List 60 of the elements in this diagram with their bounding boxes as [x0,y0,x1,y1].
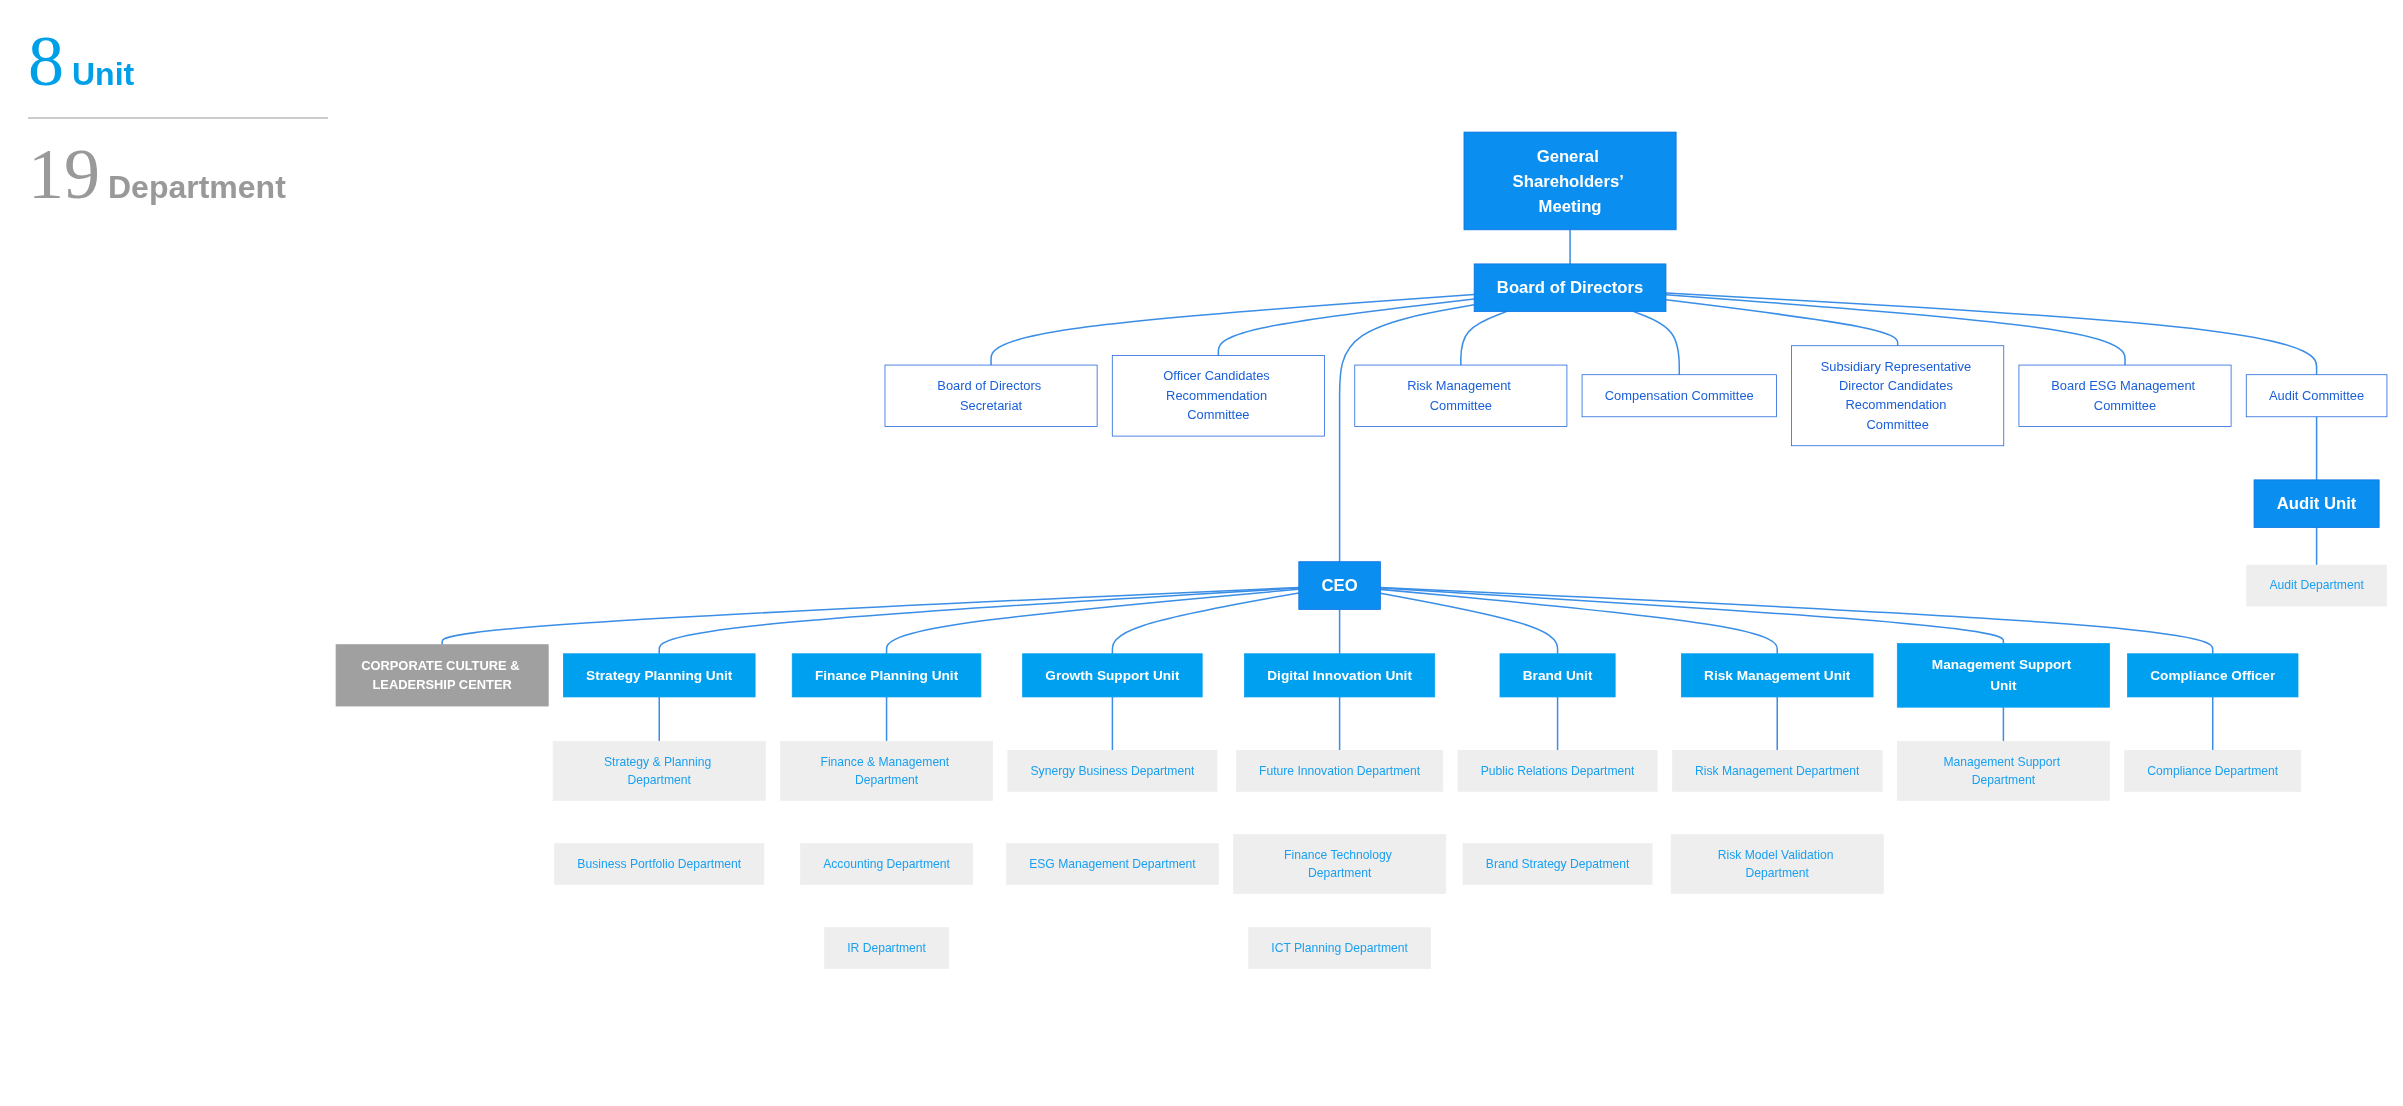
node-box: Growth Support Unit [1022,653,1203,697]
node-box: Strategy Planning Unit [563,653,756,697]
connector [2315,415,2318,481]
node-box: Officer Candidates Recommendation Committee [1111,354,1325,437]
node-box: Public Relations Department [1457,749,1658,792]
connector [885,695,888,742]
node-box: Management Support Department [1896,740,2110,801]
node-box: Audit Committee [2245,374,2388,417]
node-box: CORPORATE CULTURE & LEADERSHIP CENTER [335,643,549,707]
connector [1338,608,1341,655]
connector [1776,695,1778,751]
connector [1338,303,1475,563]
connector [658,695,660,742]
node-box: Risk Management Department [1671,749,1883,792]
node-box: Management Support Unit [1896,642,2110,708]
node-box: Brand Unit [1499,653,1616,697]
connector [2211,695,2214,751]
connector [658,586,1300,655]
node-box: Strategy & Planning Department [552,740,766,801]
connector [1379,586,2214,655]
connector [1569,228,1571,265]
node-box: Subsidiary Representative Director Candidates Recommendation Committee [1791,345,2005,446]
node-box: Synergy Business Department [1007,749,1218,792]
node-box: Finance Planning Unit [791,653,982,697]
connector [1379,592,1559,655]
node-box: Compensation Committee [1581,374,1777,417]
connector [2315,526,2318,566]
node-box: Audit Department [2246,564,2387,607]
node-box: Board of Directors Secretariat [884,364,1098,427]
connector [1556,695,1559,751]
connector [1338,695,1341,751]
node-box: Audit Unit [2253,479,2380,528]
count-number: 8 [28,20,64,103]
connector [1379,588,1778,655]
node-box: Compliance Officer [2127,653,2299,697]
node-box: Board of Directors [1473,263,1667,312]
count-number: 19 [28,133,100,216]
node-box: Finance & Management Department [780,740,994,801]
connector [1633,310,1681,376]
connector [1665,293,2126,366]
count-label: Department [108,169,286,206]
node-box: Future Innovation Department [1235,749,1444,792]
connector [1665,298,1899,347]
count-label: Unit [72,56,135,93]
node-box: Digital Innovation Unit [1244,653,1436,697]
node-box: Compliance Department [2124,749,2302,792]
connector [885,588,1300,655]
connector [1217,297,1475,356]
connector [1111,695,1114,751]
connector [1379,587,2005,644]
node-box: CEO [1298,561,1381,610]
connector [2002,706,2005,742]
node-box: Risk Management Unit [1680,653,1874,697]
connector [990,293,1475,366]
node-box: General Shareholders’ Meeting [1463,131,1677,230]
connector [1111,591,1300,655]
node-box: Risk Management Committee [1354,364,1568,427]
connector [1460,310,1508,366]
node-box: Board ESG Management Committee [2018,364,2232,427]
connector [1665,291,2318,376]
